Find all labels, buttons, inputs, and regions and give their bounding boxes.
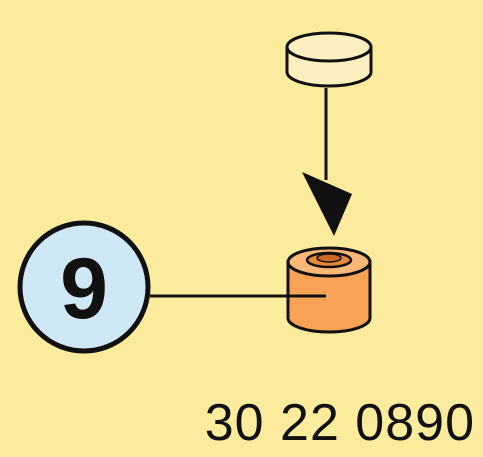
bushing-part-icon: [286, 246, 372, 334]
step-number: 9: [60, 241, 108, 337]
insertion-arrow: [302, 88, 352, 236]
step-callout: 9: [17, 220, 151, 354]
part-number: 30 22 0890: [204, 394, 475, 452]
cap-part-icon: [285, 31, 373, 88]
